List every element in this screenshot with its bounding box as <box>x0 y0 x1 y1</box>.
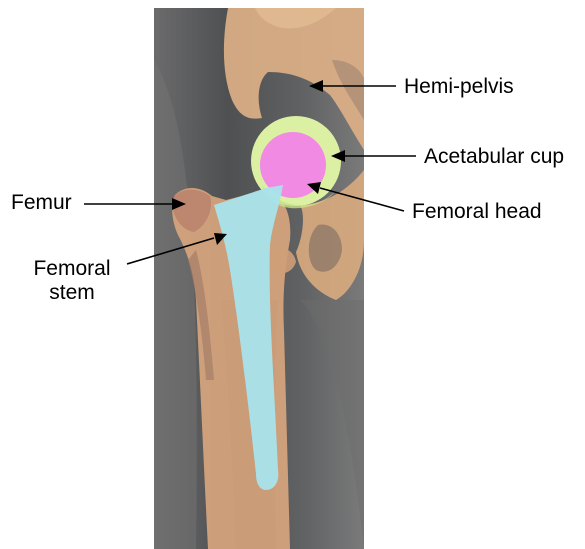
femoral-stem-label: Femoral stem <box>17 257 127 305</box>
femur-label: Femur <box>11 191 72 215</box>
hemi-pelvis-label: Hemi-pelvis <box>404 75 514 99</box>
femoral-stem-label-line1: Femoral <box>17 257 127 281</box>
femoral-head-label: Femoral head <box>412 200 542 224</box>
femoral-stem-label-line2: stem <box>17 281 127 305</box>
acetabular-cup-label: Acetabular cup <box>424 145 564 169</box>
